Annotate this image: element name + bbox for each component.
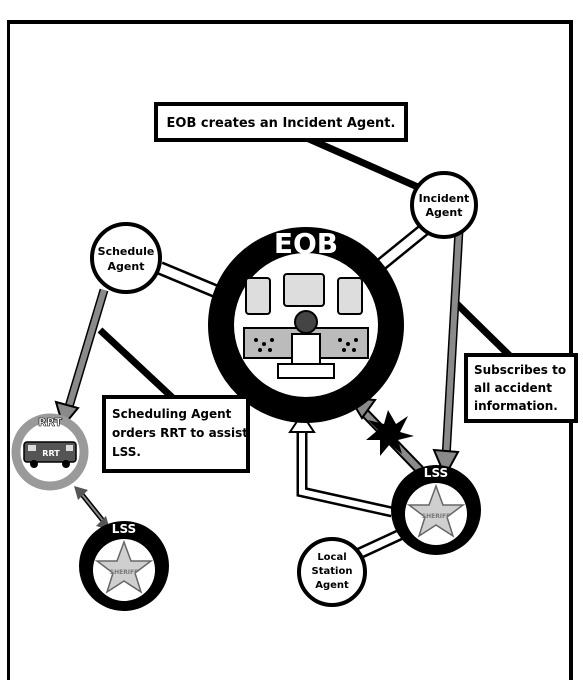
local-station-label-line1: Local <box>317 552 346 563</box>
rrt-node: RRT RRT <box>11 413 89 491</box>
control-room-icon <box>243 273 369 379</box>
sheriff-badge-label-left: SHERIFF <box>110 569 139 576</box>
lss-right-label: LSS <box>424 466 448 480</box>
local-station-label-line3: Agent <box>315 580 349 591</box>
scheduling-line2: orders RRT to assist <box>112 426 248 440</box>
sheriff-star-icon <box>94 539 154 594</box>
schedule-agent-node: Schedule Agent <box>90 222 162 294</box>
connector-create-to-incident <box>298 131 422 192</box>
incident-agent-label-line2: Agent <box>426 206 463 219</box>
sheriff-star-icon-right <box>406 483 466 538</box>
subscribes-box: Subscribes to all accident information. <box>464 353 578 423</box>
rrt-ring-label: RRT <box>38 416 62 429</box>
local-station-agent-node: Local Station Agent <box>297 537 367 607</box>
local-station-label-line2: Station <box>312 566 353 577</box>
eob-creates-text: EOB creates an Incident Agent. <box>167 116 396 131</box>
connector-scheduling <box>97 327 178 403</box>
subscribes-line2: all accident <box>474 381 552 395</box>
schedule-agent-label-line1: Schedule <box>98 245 155 258</box>
lss-right-node: LSS SHERIFF <box>391 465 481 555</box>
rrt-bus-label: RRT <box>42 449 60 458</box>
lss-left-label: LSS <box>112 522 136 536</box>
diagram-frame <box>7 20 573 680</box>
scheduling-box: Scheduling Agent orders RRT to assist LS… <box>102 395 250 473</box>
scheduling-line3: LSS. <box>112 445 141 459</box>
incident-agent-label-line1: Incident <box>419 192 470 205</box>
schedule-agent-label-line2: Agent <box>108 260 145 273</box>
incident-agent-node: Incident Agent <box>410 171 478 239</box>
burst-icon <box>366 410 414 456</box>
eob-label: EOB <box>274 227 338 260</box>
eob-node: EOB <box>208 227 404 423</box>
bus-icon <box>23 441 77 468</box>
sheriff-badge-label-right: SHERIFF <box>422 513 451 520</box>
subscribes-line1: Subscribes to <box>474 363 566 377</box>
connector-subscribes <box>453 300 515 361</box>
eob-creates-box: EOB creates an Incident Agent. <box>154 102 408 142</box>
subscribes-line3: information. <box>474 399 558 413</box>
scheduling-line1: Scheduling Agent <box>112 407 232 421</box>
lss-left-node: LSS SHERIFF <box>79 521 169 611</box>
